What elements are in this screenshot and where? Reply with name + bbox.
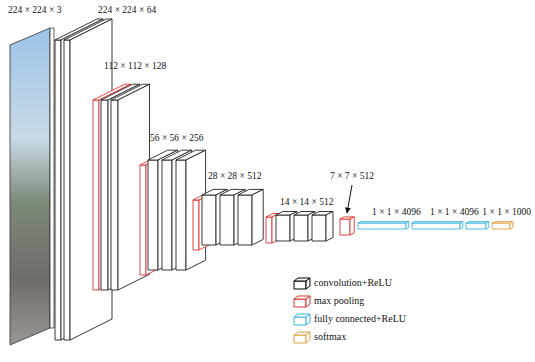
layer-block xyxy=(238,189,263,245)
legend-swatch xyxy=(292,312,312,326)
input-image-edge xyxy=(50,28,54,328)
layer-block xyxy=(412,222,463,229)
block-face xyxy=(64,40,70,340)
layer-block xyxy=(340,217,354,235)
layer-block xyxy=(111,84,150,290)
block-face xyxy=(340,219,350,235)
block-face xyxy=(148,160,158,270)
legend-swatch xyxy=(292,330,312,344)
block-face xyxy=(276,215,290,241)
block-face xyxy=(55,40,61,340)
block-face xyxy=(460,222,463,229)
block-face xyxy=(140,165,146,275)
block-face xyxy=(111,100,118,290)
block-face xyxy=(466,223,486,229)
dimension-label: 28 × 28 × 512 xyxy=(208,170,261,182)
block-face xyxy=(312,215,326,241)
block-face xyxy=(412,222,463,223)
block-face xyxy=(176,160,186,270)
dimension-label: 7 × 7 × 512 xyxy=(330,170,374,182)
dimension-label: 224 × 224 × 3 xyxy=(8,4,61,16)
block-face xyxy=(294,215,308,241)
dimension-label: 56 × 56 × 256 xyxy=(150,132,203,144)
block-face xyxy=(406,222,409,229)
layer-block xyxy=(466,222,489,229)
legend-text: max pooling xyxy=(314,294,364,308)
block-face xyxy=(93,100,99,290)
block-face xyxy=(466,222,489,223)
dimension-label: 224 × 224 × 64 xyxy=(98,4,156,16)
block-face xyxy=(202,195,216,245)
layer-block xyxy=(312,212,333,242)
legend-text: softmax xyxy=(314,330,346,344)
block-face xyxy=(193,200,199,250)
block-face xyxy=(510,222,513,229)
legend-swatch xyxy=(292,294,312,308)
dimension-label: 1 × 1 × 1000 xyxy=(482,206,531,218)
block-face xyxy=(412,223,460,229)
block-face xyxy=(252,189,263,245)
layer-block xyxy=(492,222,513,229)
block-face xyxy=(266,217,272,243)
input-image xyxy=(10,28,50,345)
block-face xyxy=(220,195,234,245)
legend-text: fully connected+ReLU xyxy=(314,312,406,326)
dimension-label: 1 × 1 × 4096 xyxy=(372,206,421,218)
block-face xyxy=(118,84,150,290)
block-face xyxy=(326,212,333,242)
dimension-label: 1 × 1 × 4096 xyxy=(430,206,479,218)
block-face xyxy=(162,160,172,270)
block-face xyxy=(350,217,354,235)
block-face xyxy=(486,222,489,229)
legend-swatch xyxy=(292,276,312,290)
dimension-label: 14 × 14 × 512 xyxy=(280,196,333,208)
block-face xyxy=(358,223,406,229)
block-face xyxy=(492,223,510,229)
block-face xyxy=(101,100,108,290)
block-face xyxy=(238,195,252,245)
legend-text: convolution+ReLU xyxy=(314,276,392,290)
block-face xyxy=(358,222,409,223)
leader-arrow xyxy=(347,185,352,213)
dimension-label: 112 × 112 × 128 xyxy=(104,60,166,72)
layer-block xyxy=(358,222,409,229)
